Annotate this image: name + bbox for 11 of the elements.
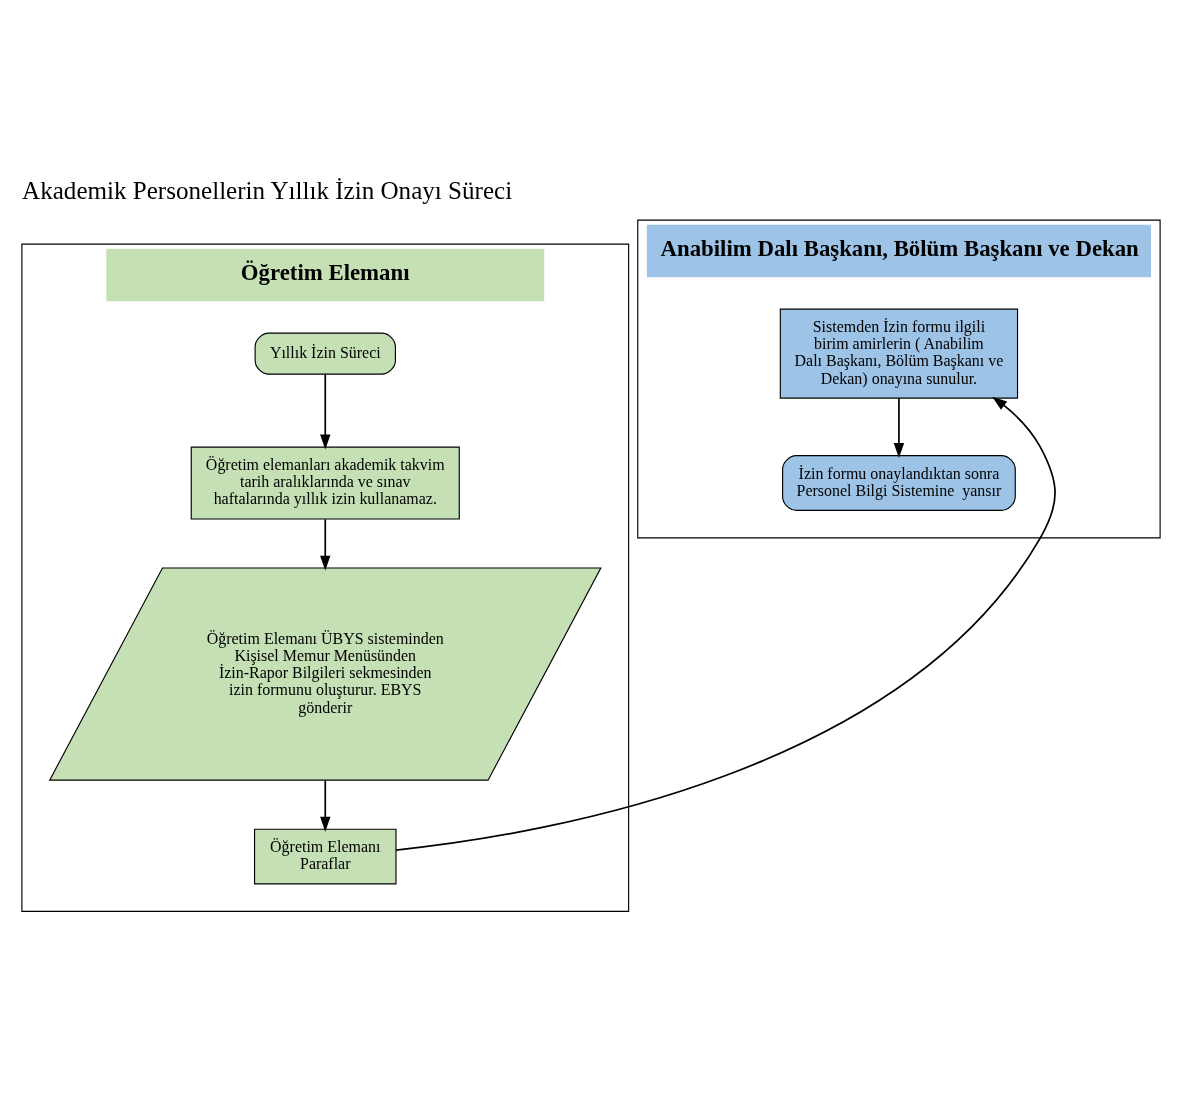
arrow [893,397,905,458]
arrow [320,779,331,832]
node-box: Öğretim elemanları akademik takvim tarih aralıklarında ve sınav haftalarında yıllık izin kullanamaz. [190,446,460,520]
diagram-title: Akademik Personellerin Yıllık İzin Onayı Süreci [22,177,513,205]
node-box: Öğretim Elemanı Paraflar [254,828,397,885]
arrow [320,518,331,571]
arrow [395,396,1056,851]
node-box: İzin formu onaylandıktan sonra Personel Bilgi Sistemine yansır [782,455,1016,511]
node-box: Yıllık İzin Süreci [254,332,396,375]
node-box: Sistemden İzin formu ilgili birim amirlerin ( Anabilim Dalı Başkanı, Bölüm Başkanı ve Dekan) onayına sunulur. [779,308,1019,399]
arrow [320,373,331,450]
